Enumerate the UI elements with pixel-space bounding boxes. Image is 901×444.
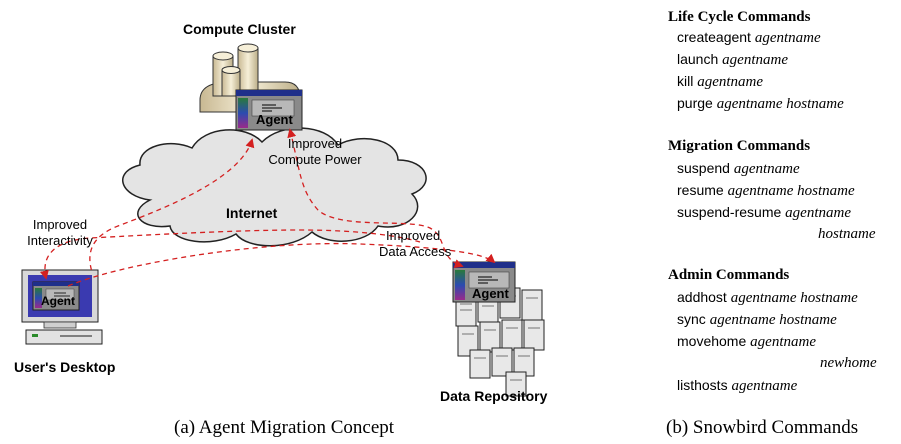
command-row: suspend agentname	[677, 160, 800, 177]
arrow-interactivity	[39, 229, 421, 280]
command-name: suspend-resume	[677, 204, 782, 220]
command-name: resume	[677, 182, 724, 198]
users-desktop-label: User's Desktop	[14, 359, 116, 375]
command-args-continued: newhome	[820, 355, 877, 371]
arrow-to-cluster	[89, 138, 255, 273]
command-args: agentname hostname	[730, 290, 858, 306]
command-args: agentname hostname	[709, 312, 837, 328]
agent-label-repository: Agent	[472, 286, 509, 301]
command-name: movehome	[677, 333, 747, 349]
command-args: agentname hostname	[727, 183, 855, 199]
agent-label-cluster: Agent	[256, 112, 293, 127]
agent-label-desktop: Agent	[41, 294, 75, 308]
command-row: listhosts agentname	[677, 377, 797, 394]
command-row: addhost agentname hostname	[677, 289, 858, 306]
improved-data-label-2: Data Access	[379, 244, 452, 259]
improved-interactivity-label-1: Improved	[32, 217, 88, 232]
migration-heading: Migration Commands	[668, 138, 811, 154]
command-args: agentname	[785, 205, 851, 221]
command-name: sync	[677, 311, 706, 327]
arrow-compute-power	[287, 128, 464, 269]
agent-window-cluster	[235, 89, 303, 131]
caption-b: (b) Snowbird Commands	[666, 417, 859, 438]
improved-interactivity-label-2: Interactivity	[27, 233, 93, 248]
command-name: kill	[677, 73, 694, 89]
internet-label: Internet	[226, 205, 278, 221]
improved-compute-label-2: Compute Power	[268, 152, 362, 167]
command-name: addhost	[677, 289, 727, 305]
command-args: agentname	[754, 30, 821, 46]
command-args: agentname	[731, 378, 798, 394]
command-name: suspend	[677, 160, 730, 176]
command-row: createagent agentname	[677, 29, 821, 46]
data-repository-label: Data Repository	[440, 388, 548, 404]
command-row: launch agentname	[677, 51, 788, 68]
command-row: purge agentname hostname	[677, 95, 844, 112]
agent-window-desktop	[32, 281, 80, 311]
command-row: movehome agentname	[677, 333, 816, 350]
command-args-continued: hostname	[818, 226, 876, 242]
command-args: agentname	[697, 74, 764, 90]
caption-a: (a) Agent Migration Concept	[174, 417, 395, 438]
command-name: launch	[677, 51, 719, 67]
command-args: agentname	[750, 334, 816, 350]
command-name: listhosts	[677, 377, 728, 393]
migration-arrows	[39, 128, 496, 287]
improved-compute-label-1: Improved	[287, 136, 343, 151]
command-args: agentname	[733, 161, 800, 177]
server-rack-icon	[455, 287, 545, 397]
command-args: agentname	[722, 52, 788, 68]
command-row: suspend-resume agentname	[677, 204, 851, 221]
command-row: kill agentname	[677, 73, 763, 90]
lifecycle-heading: Life Cycle Commands	[668, 9, 811, 25]
command-row: resume agentname hostname	[677, 182, 855, 199]
command-name: createagent	[677, 29, 751, 45]
agent-window-repository	[452, 261, 516, 303]
compute-cluster-label: Compute Cluster	[183, 21, 296, 37]
improved-data-label-1: Improved	[386, 228, 441, 243]
command-name: purge	[677, 95, 713, 111]
command-args: agentname hostname	[716, 96, 844, 112]
arrow-data-access	[67, 242, 496, 287]
admin-heading: Admin Commands	[668, 267, 790, 283]
command-row: sync agentname hostname	[677, 311, 837, 328]
